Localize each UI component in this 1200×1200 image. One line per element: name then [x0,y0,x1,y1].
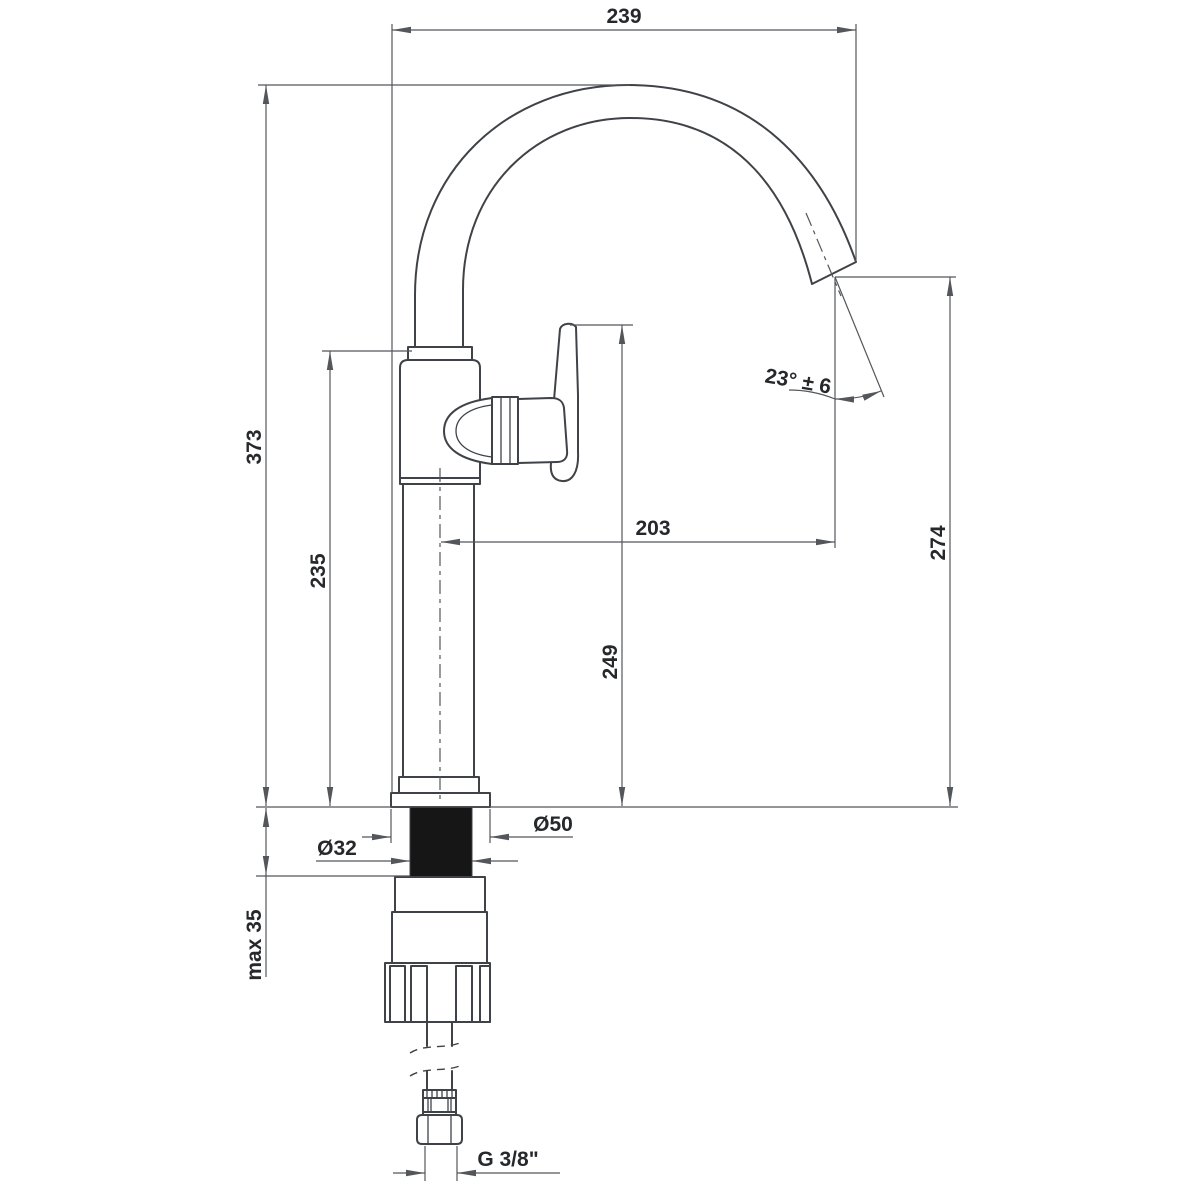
dim-label-flange-diameter: Ø50 [533,813,573,836]
base-collar [398,776,480,794]
threaded-shank [409,806,473,878]
dim-overall-width: 239 [392,5,856,34]
dim-label-spout-reach: 203 [635,517,670,540]
dim-label-thread-size: G 3/8" [477,1148,538,1171]
dim-spout-pivot-height: 235 [307,351,334,806]
dim-label-overall-width: 239 [606,5,641,28]
faucet [384,84,857,1145]
hose-connector [416,1089,463,1145]
dim-handle-top-height: 249 [599,325,626,806]
extension-lines [256,24,958,1181]
handle-cone [443,397,493,465]
dim-spout-reach: 203 [441,517,835,546]
mounting-nut [384,876,491,1023]
dim-label-outlet-angle: 23° ± 6 [763,364,833,398]
dim-thread-size: G 3/8" [393,1148,560,1177]
spout-collar [407,346,473,361]
dim-label-overall-height: 373 [243,429,266,464]
spout-tube [414,84,857,348]
handle-grip [517,397,569,464]
break-symbol [409,1040,465,1054]
dim-label-outlet-height: 274 [927,525,950,560]
dim-outlet-angle: 23° ± 6 [763,276,885,403]
supply-hose [409,1021,465,1091]
dim-label-handle-top-height: 249 [599,644,622,679]
dim-flange-diameter: Ø50 [362,813,573,841]
dim-shank-diameter: Ø32 [316,837,518,865]
break-symbol [409,1063,465,1077]
dim-overall-height: 373 [243,85,270,806]
dim-label-shank-diameter: Ø32 [317,837,357,860]
dim-max-deck-thickness: max 35 [243,808,270,981]
riser-tube [402,483,475,778]
connector-hex-nut [416,1114,463,1145]
dim-label-spout-pivot-height: 235 [307,553,330,588]
handle-cone-inner-line [455,404,493,458]
handle-ring [491,396,519,465]
dim-label-max-deck-thickness: max 35 [243,909,266,981]
dim-outlet-height: 274 [927,277,954,806]
